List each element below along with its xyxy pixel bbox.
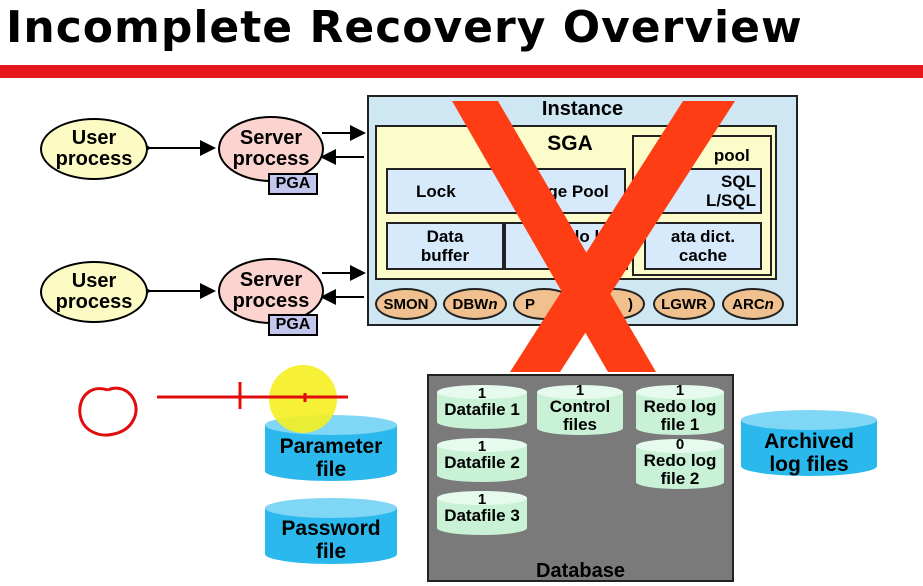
dbwn-suffix: n [488,295,498,313]
redo-log-2-line2: file 2 [660,469,700,488]
datafile-2-name: Datafile 2 [444,453,520,472]
control-files-label: 1 Control files [533,383,627,435]
arcn-prefix: ARC [732,295,765,313]
datafile-1-label: 1 Datafile 1 [433,383,531,423]
sql-label: SQL [721,172,756,191]
server-process-line2: process [232,148,310,170]
page-title: Incomplete Recovery Overview [6,2,803,53]
password-file-line2: file [315,540,347,563]
sga-label: SGA [547,132,593,155]
redo-log-1-label: 1 Redo log file 1 [632,383,728,435]
redo-log-2-label: 0 Redo log file 2 [632,437,728,489]
dbwn-prefix: DBW [452,295,489,313]
datafile-2-label: 1 Datafile 2 [433,436,531,476]
parameter-file-cylinder [265,415,397,481]
redo-log-1-line2: file 1 [660,415,700,434]
pga-box-1: PGA [268,173,318,195]
datafile-1-cylinder [437,385,527,429]
user-process-line2: process [55,291,133,313]
highlight-spot [269,365,337,433]
redo-log-1-number: 1 [675,382,685,399]
data-buffer-box: Data buffer [386,222,504,270]
control-files-number: 1 [575,382,585,399]
datafile-3-cylinder [437,491,527,535]
server-process-2: Server process [218,258,324,324]
cross-stroke-1 [452,101,656,372]
parameter-file-line2: file [315,458,347,481]
cross-stroke-2 [510,101,735,372]
redo-log-1-cylinder [636,385,724,435]
server-process-line1: Server [239,269,303,291]
database-label: Database [536,560,625,582]
control-files-line1: Control [549,397,611,416]
annotation-circle [78,386,138,437]
parameter-file-line1: Parameter [279,435,383,458]
archived-logs-cylinder [741,410,877,476]
datafile-2-cylinder [437,438,527,482]
server-process-line1: Server [239,127,303,149]
user-process-line2: process [55,148,133,170]
data-buffer-line2: buffer [420,246,470,265]
redo-log-2-cylinder [636,439,724,489]
datafile-3-name: Datafile 3 [444,506,520,525]
archived-logs-label: Archived log files [741,429,877,477]
data-dict-line1: ata dict. [670,227,736,246]
parameter-file-label: Parameter file [265,434,397,482]
datafile-1-number: 1 [477,385,487,402]
server-process-line2: process [232,290,310,312]
password-file-cylinder [265,498,397,564]
user-process-2: User process [40,261,148,323]
archived-logs-line2: log files [769,453,849,476]
password-file-label: Password file [265,516,397,564]
datafile-2-number: 1 [477,438,487,455]
data-buffer-line1: Data [426,227,464,246]
control-files-cylinder [537,385,623,435]
arcn-suffix: n [764,295,774,313]
control-files-line2: files [562,415,598,434]
datafile-3-number: 1 [477,491,487,508]
user-process-line1: User [71,270,117,292]
redo-log-1-line1: Redo log [643,397,717,416]
datafile-3-label: 1 Datafile 3 [433,489,531,529]
server-process-1: Server process [218,116,324,182]
instance-label: Instance [541,98,624,120]
lgwr-process: LGWR [653,288,715,320]
password-file-line1: Password [281,517,381,540]
archived-logs-line1: Archived [764,430,854,453]
user-process-1: User process [40,118,148,180]
smon-process: SMON [375,288,437,320]
plsql-label: L/SQL [705,191,756,210]
data-dict-cache-box: ata dict. cache [644,222,762,270]
redo-log-2-line1: Redo log [643,451,717,470]
datafile-1-name: Datafile 1 [444,400,520,419]
data-dict-line2: cache [678,246,728,265]
title-divider [0,65,923,78]
pga-box-2: PGA [268,314,318,336]
redo-log-2-number: 0 [675,436,685,453]
user-process-line1: User [71,127,117,149]
